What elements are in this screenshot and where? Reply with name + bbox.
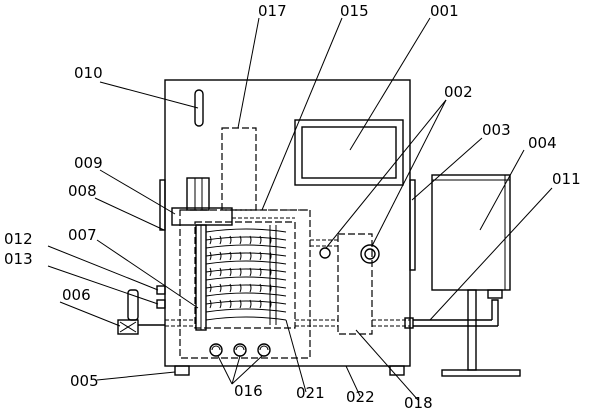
internal-pipes (165, 209, 410, 327)
valve-006 (117, 289, 165, 335)
knobs-016 (209, 343, 271, 357)
label-001: 001 (430, 2, 459, 20)
label-004: 004 (528, 134, 557, 152)
label-008: 008 (68, 182, 97, 200)
port-large-outer (360, 244, 380, 264)
label-015: 015 (340, 2, 369, 20)
slot-indicator (194, 89, 204, 127)
inner-tank (194, 221, 296, 329)
label-007: 007 (68, 226, 97, 244)
label-016: 016 (234, 382, 263, 400)
label-012: 012 (4, 230, 33, 248)
fitting-013 (156, 299, 166, 309)
right-foot (389, 365, 405, 376)
label-009: 009 (74, 154, 103, 172)
label-003: 003 (482, 121, 511, 139)
port-small (319, 247, 331, 259)
label-005: 005 (70, 372, 99, 390)
tank-base (441, 369, 521, 377)
label-018: 018 (404, 394, 433, 412)
label-011: 011 (552, 170, 581, 188)
fitting-012 (156, 285, 166, 295)
leader-lines (47, 17, 553, 401)
label-021: 021 (296, 384, 325, 402)
label-010: 010 (74, 64, 103, 82)
main-cabinet (164, 79, 411, 367)
label-022: 022 (346, 388, 375, 406)
label-013: 013 (4, 250, 33, 268)
left-flange (159, 179, 166, 231)
label-002: 002 (444, 83, 473, 101)
coil-tubes (205, 225, 287, 325)
port-large-inner (364, 248, 376, 260)
label-017: 017 (258, 2, 287, 20)
box-017 (221, 127, 257, 211)
right-flange (409, 179, 416, 271)
block-008 (186, 177, 210, 211)
display-screen-outer (294, 119, 404, 186)
pipe-011 (404, 289, 503, 329)
display-screen-inner (301, 126, 397, 179)
left-foot (174, 365, 190, 376)
external-tank (431, 174, 511, 291)
box-018 (337, 233, 373, 335)
label-006: 006 (62, 286, 91, 304)
tank-stand (467, 289, 477, 371)
